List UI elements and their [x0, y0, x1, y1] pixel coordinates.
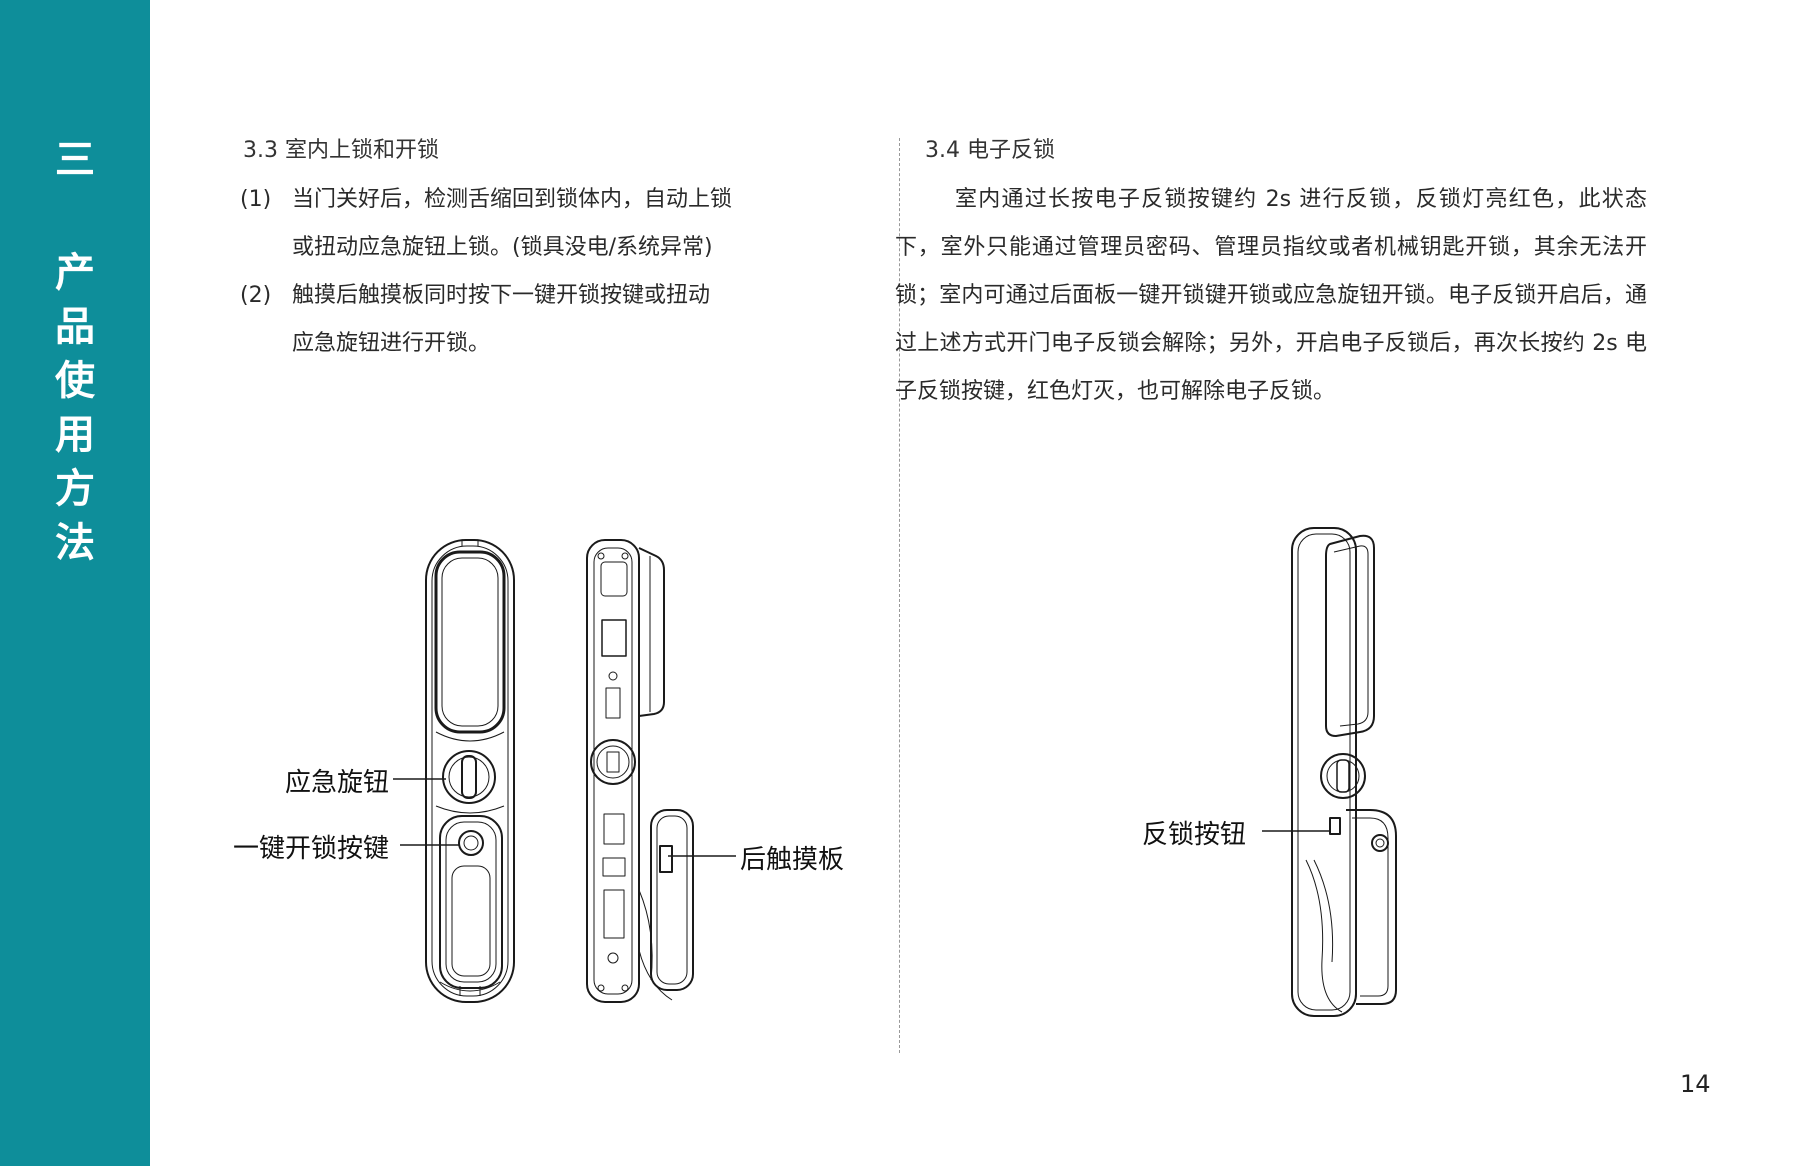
- callout-emergency-knob: 应急旋钮: [285, 768, 390, 798]
- deadlock-lock-illustration: [1291, 527, 1397, 1017]
- callout-leader-lines: [393, 778, 1330, 857]
- list-item-number: (1): [240, 187, 272, 212]
- chapter-number: 三: [55, 137, 95, 183]
- chapter-title: 产 品 使 用 方 法: [0, 246, 150, 570]
- rear-lock-illustration: [586, 539, 694, 1003]
- list-item-line: 应急旋钮进行开锁。: [292, 331, 491, 356]
- chapter-sidebar: 三 产 品 使 用 方 法: [0, 0, 150, 1166]
- chapter-title-char: 产: [55, 250, 95, 296]
- list-item-line: 当门关好后，检测舌缩回到锁体内，自动上锁: [292, 187, 733, 212]
- column-divider: [899, 138, 900, 1053]
- callout-deadlock-button: 反锁按钮: [1142, 820, 1247, 850]
- chapter-title-char: 方: [55, 466, 95, 512]
- list-item-line: 或扭动应急旋钮上锁。(锁具没电/系统异常): [292, 235, 713, 260]
- page-number: 14: [1680, 1070, 1711, 1098]
- list-item-number: (2): [240, 283, 272, 308]
- list-item-line: 触摸后触摸板同时按下一键开锁按键或扭动: [292, 283, 711, 308]
- chapter-title-char: 品: [55, 304, 95, 350]
- deadlock-paragraph: 室内通过长按电子反锁按键约 2s 进行反锁，反锁灯亮红色，此状态下，室外只能通过…: [895, 187, 1647, 404]
- callout-one-key-unlock: 一键开锁按键: [233, 834, 390, 864]
- callout-rear-touch-panel: 后触摸板: [740, 845, 845, 875]
- front-lock-illustration: [425, 539, 515, 1003]
- section-title-3-4: 3.4 电子反锁: [925, 138, 1055, 163]
- chapter-title-char: 用: [55, 412, 95, 458]
- chapter-title-char: 使: [55, 358, 95, 404]
- section-title-3-3: 3.3 室内上锁和开锁: [243, 138, 439, 163]
- chapter-title-char: 法: [55, 520, 95, 566]
